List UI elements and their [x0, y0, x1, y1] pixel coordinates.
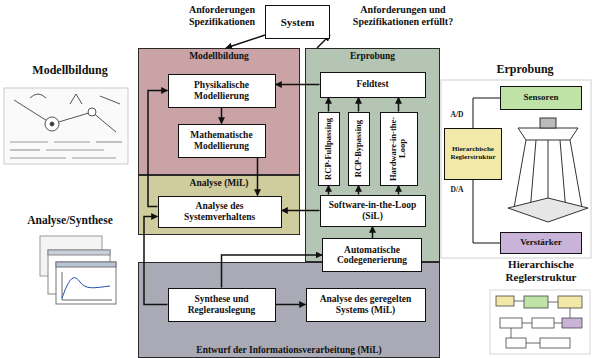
wire: [473, 98, 500, 128]
sensor-box: Sensoren: [500, 86, 582, 110]
process-box: Hardware-in-the-Loop: [380, 112, 418, 186]
box-label: Analyse des geregelten Systems (MiL): [310, 294, 422, 315]
process-box: Analyse des Systemverhaltens: [158, 196, 282, 228]
box-label: RCP-Bypassing: [354, 120, 363, 177]
process-box: Automatische Codegenerierung: [322, 238, 422, 272]
flow-arrow: [372, 227, 374, 239]
section-heading: Erprobung: [470, 63, 580, 77]
process-box: Software-in-the-Loop (SiL): [320, 195, 426, 227]
flow-arrow: [328, 186, 330, 195]
flow-arrow: [226, 35, 265, 48]
requirement-note: Anforderungen Spezifikationen: [180, 4, 264, 27]
process-box: Physikalische Modellierung: [168, 74, 276, 108]
section-heading: Analyse/Synthese: [10, 214, 130, 227]
flow-arrow: [328, 98, 330, 112]
section-heading: Modellbildung: [14, 64, 126, 78]
process-box: Feldtest: [320, 72, 426, 98]
region-heading: Erprobung: [306, 51, 439, 61]
analysis-screenshot: [40, 236, 116, 304]
flow-arrow: [358, 98, 360, 112]
controller-box: Hierarchische Reglerstruktur: [444, 128, 502, 180]
box-label: Hardware-in-the-Loop: [389, 115, 408, 183]
flow-arrow: [257, 158, 259, 196]
flow-arrow: [317, 35, 330, 48]
box-label: RCP-Fullpassing: [324, 118, 333, 180]
box-label: Sensoren: [524, 93, 559, 103]
region-heading: Analyse (MiL): [139, 178, 299, 188]
signal-name: A/D: [446, 111, 468, 120]
design-region: Entwurf der Informationsverarbeitung (Mi…: [138, 262, 440, 358]
flow-arrow: [398, 186, 400, 195]
flow-arrow: [222, 255, 323, 288]
region-heading: Modellbildung: [139, 51, 299, 61]
controller-structure-picture: [490, 290, 590, 354]
box-label: Physikalische Modellierung: [172, 80, 272, 101]
model-sketch: [4, 88, 128, 164]
system-box: System: [265, 5, 330, 39]
flow-arrow: [358, 186, 360, 195]
amplifier-box: Verstärker: [500, 232, 582, 254]
flow-arrow: [276, 84, 320, 86]
box-label: Hierarchische Reglerstruktur: [448, 146, 498, 161]
model-region: ModellbildungPhysikalische ModellierungM…: [138, 48, 300, 175]
process-box: Analyse des geregelten Systems (MiL): [306, 288, 426, 322]
process-box: Mathematische Modellierung: [178, 124, 266, 158]
box-label: Verstärker: [520, 238, 562, 248]
box-label: Feldtest: [356, 79, 388, 89]
section-heading: Hierarchische Reglerstruktur: [490, 258, 592, 283]
flow-arrow: [398, 98, 400, 112]
flow-arrow: [221, 108, 223, 124]
box-label: Synthese und Reglerauslegung: [172, 294, 272, 315]
box-label: Mathematische Modellierung: [182, 130, 262, 151]
flow-arrow: [276, 304, 306, 306]
process-box: RCP-Bypassing: [348, 112, 370, 186]
flow-arrow: [148, 91, 168, 207]
check-note: Anforderungen und Spezifikationen erfüll…: [338, 4, 468, 27]
signal-name: D/A: [446, 186, 468, 195]
analysis-region: Analyse (MiL) Analyse des Systemverhalten…: [138, 175, 300, 235]
test-rig-picture: [441, 80, 591, 258]
process-box: RCP-Fullpassing: [318, 112, 340, 186]
box-label: Analyse des Systemverhaltens: [162, 201, 278, 222]
box-label: Automatische Codegenerierung: [326, 245, 418, 266]
box-label: System: [281, 16, 315, 28]
process-box: Synthese und Reglerauslegung: [168, 288, 276, 322]
box-label: Software-in-the-Loop (SiL): [324, 200, 422, 221]
flow-arrow: [282, 210, 320, 212]
wire: [473, 180, 500, 243]
region-heading: Entwurf der Informationsverarbeitung (Mi…: [139, 345, 439, 355]
flow-arrow: [144, 217, 168, 305]
